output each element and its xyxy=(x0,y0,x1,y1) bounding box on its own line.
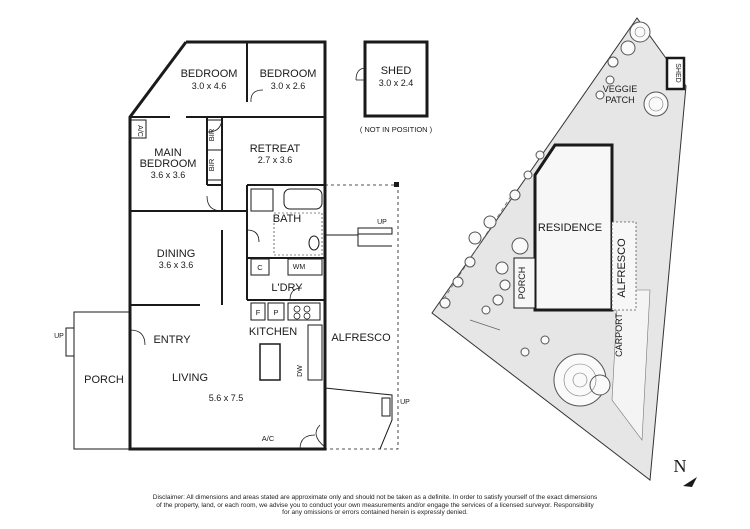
tree xyxy=(540,335,550,345)
disclaimer-line: for any omissions or errors contained he… xyxy=(282,509,468,517)
tree xyxy=(620,40,636,56)
tree xyxy=(535,150,545,160)
site-alfresco-label: ALFRESCO xyxy=(616,238,628,298)
fridge-label: F xyxy=(256,308,261,317)
room-label: KITCHEN xyxy=(249,326,297,338)
bir-label: BIR xyxy=(207,128,216,141)
tree xyxy=(523,170,533,180)
site-shed-label: SHED xyxy=(674,63,681,82)
room-label: BEDROOM xyxy=(260,68,317,80)
shed-outline xyxy=(363,40,429,118)
veggie-patch-label: VEGGIE xyxy=(603,84,638,94)
room-dims: 5.6 x 7.5 xyxy=(209,393,244,403)
room-dims: 3.0 x 2.6 xyxy=(271,81,306,91)
tree xyxy=(468,231,482,245)
room-label: RETREAT xyxy=(250,143,301,155)
veggie-patch-label: PATCH xyxy=(605,95,634,105)
site-residence-label: RESIDENCE xyxy=(538,222,602,234)
svg-text:N: N xyxy=(674,456,687,476)
tree xyxy=(643,91,669,117)
up-label: UP xyxy=(54,333,64,340)
tree xyxy=(605,75,615,85)
tree xyxy=(464,256,476,268)
tree xyxy=(499,279,511,291)
up-label: UP xyxy=(377,219,387,226)
floor-plan xyxy=(65,40,399,451)
room-label: PORCH xyxy=(84,374,124,386)
tree xyxy=(511,237,529,255)
site-porch-label: PORCH xyxy=(517,267,527,300)
room-dims: 3.0 x 4.6 xyxy=(192,81,227,91)
tree xyxy=(629,21,651,43)
tree xyxy=(483,215,497,229)
shed-note: ( NOT IN POSITION ) xyxy=(360,125,433,134)
room-label: BEDROOM xyxy=(140,158,197,170)
ac-label: A/C xyxy=(262,434,275,443)
bir-label: BIR xyxy=(207,158,216,171)
tree xyxy=(495,261,509,275)
site-carport-label: CARPORT xyxy=(614,313,624,357)
room-label: BATH xyxy=(273,213,302,225)
pantry-label: P xyxy=(273,308,278,317)
room-label: ALFRESCO xyxy=(331,332,391,344)
tree xyxy=(439,297,451,309)
up-label: UP xyxy=(400,399,410,406)
room-label: DINING xyxy=(157,248,196,260)
tree xyxy=(595,90,605,100)
outer-wall xyxy=(186,40,327,185)
room-label: MAIN xyxy=(154,147,182,159)
room-dims: 3.6 x 3.6 xyxy=(159,260,194,270)
ac-label: A/C xyxy=(136,125,143,137)
room-label: LIVING xyxy=(172,372,208,384)
room-label: ENTRY xyxy=(153,334,191,346)
site-plan xyxy=(431,17,687,481)
site-alfresco xyxy=(611,221,637,311)
dishwasher-label: DW xyxy=(297,365,304,377)
outer-wall xyxy=(128,312,327,451)
north-arrow-icon: N xyxy=(674,456,697,487)
tree xyxy=(607,56,619,68)
disclaimer-line: Disclaimer: All dimensions and areas sta… xyxy=(152,494,598,501)
tree xyxy=(509,189,521,201)
room-label: SHED xyxy=(381,65,412,77)
tree xyxy=(452,276,464,288)
room-dims: 3.6 x 3.6 xyxy=(151,170,186,180)
tree xyxy=(481,305,491,315)
disclaimer: Disclaimer: All dimensions and areas sta… xyxy=(0,494,750,517)
tree xyxy=(589,374,611,396)
room-dims: 2.7 x 3.6 xyxy=(258,155,293,165)
room-dims: 3.0 x 2.4 xyxy=(379,78,414,88)
cupboard-label: C xyxy=(257,263,263,272)
disclaimer-line: of the property, land, or each room, we … xyxy=(156,501,594,509)
site-porch xyxy=(513,257,536,309)
site-shed xyxy=(665,56,686,91)
tree xyxy=(492,294,504,306)
room-label: BEDROOM xyxy=(181,68,238,80)
room-label: L'DRY xyxy=(271,282,303,294)
washing-machine-label: WM xyxy=(293,264,306,271)
tree xyxy=(520,347,530,357)
